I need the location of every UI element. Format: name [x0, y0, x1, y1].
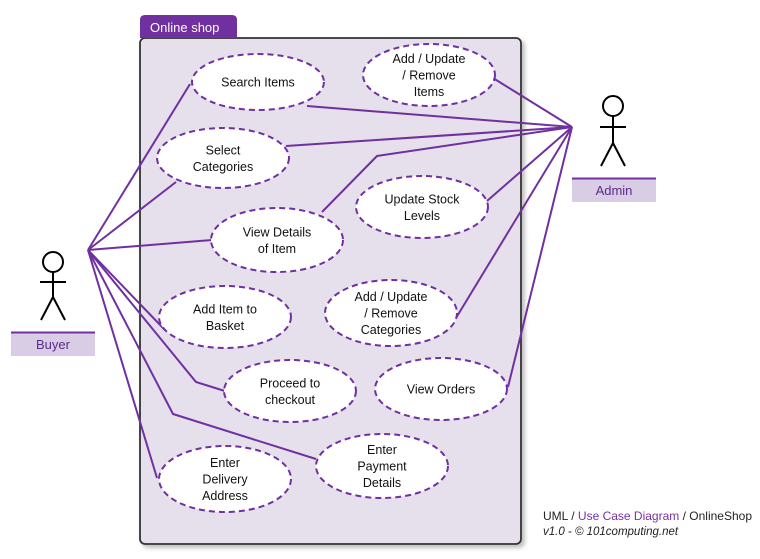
use-case-ellipse [156, 127, 290, 189]
use-case-label-line: View Orders [407, 383, 476, 397]
use-case-ellipse [362, 43, 496, 107]
use-case-ellipse [158, 285, 292, 349]
assoc-admin-select-categories [285, 126, 573, 147]
system-title: Online shop [150, 20, 219, 35]
use-case-label-line: View Details [243, 225, 312, 239]
assoc-buyer-payment [87, 249, 317, 460]
buyer-label-box [11, 332, 95, 356]
use-case-label-line: Delivery [202, 473, 248, 487]
use-case-label-line: of Item [258, 242, 296, 256]
assoc-buyer-view-details [87, 239, 213, 251]
credits-use-case-link[interactable]: Use Case Diagram [577, 509, 680, 523]
assoc-buyer-add-to-basket [87, 249, 166, 331]
use-case-label-line: Add / Update [355, 290, 428, 304]
use-case-ellipse [158, 445, 292, 513]
use-case-ellipse [374, 357, 508, 421]
assoc-admin-add-update-remove-items [492, 77, 573, 128]
admin-label: Admin [596, 183, 633, 198]
buyer-stick-figure-icon [40, 251, 66, 321]
use-case-ellipse [355, 175, 489, 239]
use-case-label-line: Items [414, 85, 445, 99]
use-case-label-line: Enter [367, 443, 397, 457]
use-case-ellipse [210, 207, 344, 273]
use-case-ellipse [191, 53, 325, 111]
use-case-label-line: Address [202, 489, 248, 503]
diagram-credits: UML / Use Case Diagram / OnlineShop v1.0… [543, 508, 752, 540]
actor-buyer: Buyer [11, 251, 95, 356]
assoc-buyer-checkout [87, 249, 229, 393]
assoc-admin-view-details [321, 126, 573, 213]
assoc-buyer-select-categories [87, 181, 177, 251]
use-case-label-line: Payment [357, 460, 407, 474]
use-case-label-line: Update Stock [384, 192, 460, 206]
use-case-label-line: Details [363, 476, 401, 490]
use-case-ellipse [223, 359, 357, 423]
system-title-tab [140, 15, 237, 38]
credits-version: v1.0 - © 101computing.net [543, 526, 679, 538]
use-case-label-line: Levels [404, 209, 440, 223]
use-case-label-line: Proceed to [260, 376, 321, 390]
use-case-view-details-of-item: View Details of Item [210, 207, 344, 273]
use-case-label-line: / Remove [402, 69, 456, 83]
credits-prefix: UML / [543, 509, 578, 523]
admin-label-box [572, 178, 656, 202]
use-case-label-line: Basket [206, 319, 245, 333]
use-case-label-line: Add Item to [193, 302, 257, 316]
use-case-proceed-to-checkout: Proceed to checkout [223, 359, 357, 423]
actor-admin: Admin [572, 95, 656, 202]
use-case-label-line: Enter [210, 456, 240, 470]
assoc-admin-add-update-remove-categories [455, 126, 573, 319]
use-case-search-items: Search Items [191, 53, 325, 111]
use-case-label-line: Categories [193, 160, 253, 174]
use-case-label-line: Select [206, 143, 241, 157]
use-case-label-line: / Remove [364, 307, 418, 321]
assoc-buyer-delivery [87, 249, 158, 479]
use-case-add-item-to-basket: Add Item to Basket [158, 285, 292, 349]
use-case-label-line: Categories [361, 323, 421, 337]
assoc-admin-update-stock [486, 126, 573, 202]
use-case-ellipse [324, 279, 458, 347]
use-case-ellipse [315, 433, 449, 499]
assoc-buyer-search-items [87, 83, 191, 251]
use-case-view-orders: View Orders [374, 357, 508, 421]
use-case-label-line: Search Items [221, 76, 295, 90]
use-case-label-line: Add / Update [393, 52, 466, 66]
admin-stick-figure-icon [600, 95, 626, 167]
use-case-label-line: checkout [265, 393, 316, 407]
assoc-admin-view-orders [507, 126, 573, 388]
buyer-label: Buyer [36, 337, 71, 352]
credits-suffix: / OnlineShop [679, 509, 752, 523]
assoc-admin-search-items [306, 105, 573, 128]
associations [87, 77, 573, 479]
